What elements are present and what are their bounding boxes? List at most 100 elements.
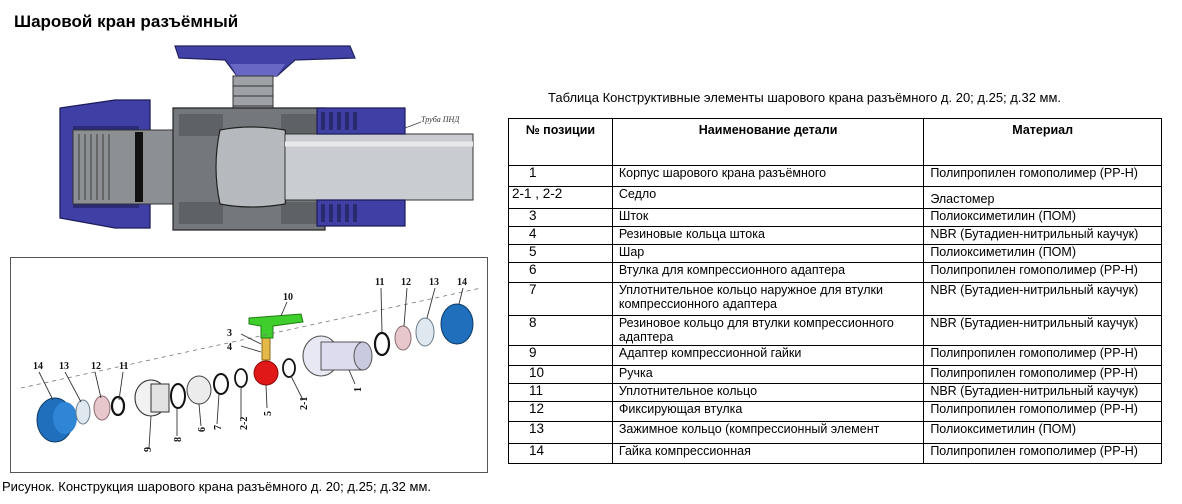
callout-14-left: 14 bbox=[33, 361, 43, 372]
part-14-right bbox=[440, 303, 474, 345]
table-header-row: № позиции Наименование детали Материал bbox=[508, 118, 1162, 166]
section-drawing: Труба ПНД bbox=[59, 45, 474, 231]
cell-material: Эластомер bbox=[923, 186, 1162, 209]
callout-1: 1 bbox=[353, 387, 364, 392]
cell-name: Гайка компрессионная bbox=[611, 443, 925, 464]
cell-name: Уплотнительное кольцо наружное для втулк… bbox=[611, 282, 925, 316]
cell-material: Полипропилен гомополимер (PP-H) bbox=[923, 443, 1162, 464]
ball bbox=[215, 126, 290, 208]
callout-13-right: 13 bbox=[429, 277, 439, 288]
parts-table: № позиции Наименование детали Материал 1… bbox=[508, 118, 1162, 464]
cell-material: Полиоксиметилин (ПОМ) bbox=[923, 244, 1162, 263]
cell-pos: 13 bbox=[508, 421, 613, 444]
cell-name: Втулка для компрессионного адаптера bbox=[611, 262, 925, 283]
callout-2-2: 2-2 bbox=[239, 417, 250, 430]
cell-material: NBR (Бутадиен-нитрильный каучук) bbox=[923, 282, 1162, 316]
header-part-name: Наименование детали bbox=[611, 118, 925, 166]
cell-name: Шток bbox=[611, 208, 925, 227]
callout-8: 8 bbox=[173, 437, 184, 442]
callout-10: 10 bbox=[283, 292, 293, 303]
cell-material: Полипропилен гомополимер (PP-H) bbox=[923, 345, 1162, 366]
cell-material: Полипропилен гомополимер (PP-H) bbox=[923, 262, 1162, 283]
cell-material: Полипропилен гомополимер (PP-H) bbox=[923, 365, 1162, 384]
cell-material: NBR (Бутадиен-нитрильный каучук) bbox=[923, 226, 1162, 245]
cell-pos: 7 bbox=[508, 282, 613, 316]
callout-2-1: 2-1 bbox=[299, 397, 310, 410]
page-title: Шаровой кран разъёмный bbox=[14, 12, 239, 31]
cell-name: Ручка bbox=[611, 365, 925, 384]
cell-pos: 11 bbox=[508, 383, 613, 402]
cell-name: Шар bbox=[611, 244, 925, 263]
cell-material: NBR (Бутадиен-нитрильный каучук) bbox=[923, 383, 1162, 402]
callout-5: 5 bbox=[263, 411, 274, 416]
figure-caption: Рисунок. Конструкция шарового крана разъ… bbox=[2, 479, 432, 494]
cell-pos: 14 bbox=[508, 443, 613, 464]
callout-6: 6 bbox=[197, 427, 208, 432]
callout-12-right: 12 bbox=[401, 277, 411, 288]
header-position: № позиции bbox=[508, 118, 613, 166]
table-row: 10 Ручка Полипропилен гомополимер (PP-H) bbox=[508, 365, 1162, 384]
table-row: 1 Корпус шарового крана разъёмного Полип… bbox=[508, 165, 1162, 187]
part-5-ball bbox=[253, 360, 279, 386]
part-10-handle bbox=[248, 313, 304, 339]
table-row: 7 Уплотнительное кольцо наружное для вту… bbox=[508, 282, 1162, 316]
part-12-left bbox=[93, 395, 111, 421]
callout-11-right: 11 bbox=[375, 277, 384, 288]
callout-11-left: 11 bbox=[119, 361, 128, 372]
cell-pos: 3 bbox=[508, 208, 613, 227]
part-8 bbox=[170, 383, 186, 409]
cell-pos: 8 bbox=[508, 315, 613, 346]
callout-12-left: 12 bbox=[91, 361, 101, 372]
part-3-stem bbox=[261, 337, 271, 361]
cell-material: Полипропилен гомополимер (PP-H) bbox=[923, 401, 1162, 422]
callout-7: 7 bbox=[213, 425, 224, 430]
table-row: 12 Фиксирующая втулка Полипропилен гомоп… bbox=[508, 401, 1162, 422]
cell-pos: 4 bbox=[508, 226, 613, 245]
cell-name: Зажимное кольцо (компрессионный элемент bbox=[611, 421, 925, 444]
cell-name: Резиновое кольцо для втулки компрессионн… bbox=[611, 315, 925, 346]
left-adapter bbox=[72, 129, 184, 205]
cell-material: Полипропилен гомополимер (PP-H) bbox=[923, 165, 1162, 187]
part-13-right bbox=[415, 317, 435, 347]
part-11-left bbox=[110, 395, 126, 417]
cell-pos: 12 bbox=[508, 401, 613, 422]
cell-pos: 5 bbox=[508, 244, 613, 263]
pipe-label: Труба ПНД bbox=[421, 115, 460, 124]
callout-9: 9 bbox=[143, 447, 154, 452]
cell-name: Корпус шарового крана разъёмного bbox=[611, 165, 925, 187]
table-row: 11 Уплотнительное кольцо NBR (Бутадиен-н… bbox=[508, 383, 1162, 402]
exploded-view: 14 13 12 11 9 8 6 7 2-2 5 4 3 10 2-1 1 1… bbox=[10, 257, 488, 473]
table-row: 2-1 , 2-2 Седло Эластомер bbox=[508, 186, 1162, 209]
cell-name: Фиксирующая втулка bbox=[611, 401, 925, 422]
part-12-right bbox=[394, 325, 412, 351]
table-row: 5 Шар Полиоксиметилин (ПОМ) bbox=[508, 244, 1162, 263]
callout-4: 4 bbox=[227, 342, 232, 353]
cell-pos: 6 bbox=[508, 262, 613, 283]
cell-material: NBR (Бутадиен-нитрильный каучук) bbox=[923, 315, 1162, 346]
part-11-right bbox=[373, 331, 391, 357]
cell-pos: 2-1 , 2-2 bbox=[508, 186, 613, 209]
cell-pos: 1 bbox=[508, 165, 613, 187]
part-2-1 bbox=[282, 358, 296, 378]
table-row: 9 Адаптер компрессионной гайки Полипропи… bbox=[508, 345, 1162, 366]
part-2-2 bbox=[234, 368, 248, 388]
part-6 bbox=[186, 375, 212, 405]
cell-material: Полиоксиметилин (ПОМ) bbox=[923, 421, 1162, 444]
table-row: 3 Шток Полиоксиметилин (ПОМ) bbox=[508, 208, 1162, 227]
table-row: 6 Втулка для компрессионного адаптера По… bbox=[508, 262, 1162, 283]
callout-3: 3 bbox=[227, 328, 232, 339]
table-row: 8 Резиновое кольцо для втулки компрессио… bbox=[508, 315, 1162, 346]
callout-14-right: 14 bbox=[457, 277, 467, 288]
exploded-drawing: 14 13 12 11 9 8 6 7 2-2 5 4 3 10 2-1 1 1… bbox=[20, 277, 482, 452]
cell-name: Резиновые кольца штока bbox=[611, 226, 925, 245]
cell-name: Седло bbox=[611, 186, 925, 209]
header-material: Материал bbox=[923, 118, 1162, 166]
cell-name: Уплотнительное кольцо bbox=[611, 383, 925, 402]
table-title: Таблица Конструктивные элементы шарового… bbox=[548, 90, 1062, 105]
cell-pos: 9 bbox=[508, 345, 613, 366]
cell-material: Полиоксиметилин (ПОМ) bbox=[923, 208, 1162, 227]
cell-pos: 10 bbox=[508, 365, 613, 384]
table-row: 14 Гайка компрессионная Полипропилен гом… bbox=[508, 443, 1162, 464]
part-13-left bbox=[75, 399, 91, 425]
callout-13-left: 13 bbox=[59, 361, 69, 372]
